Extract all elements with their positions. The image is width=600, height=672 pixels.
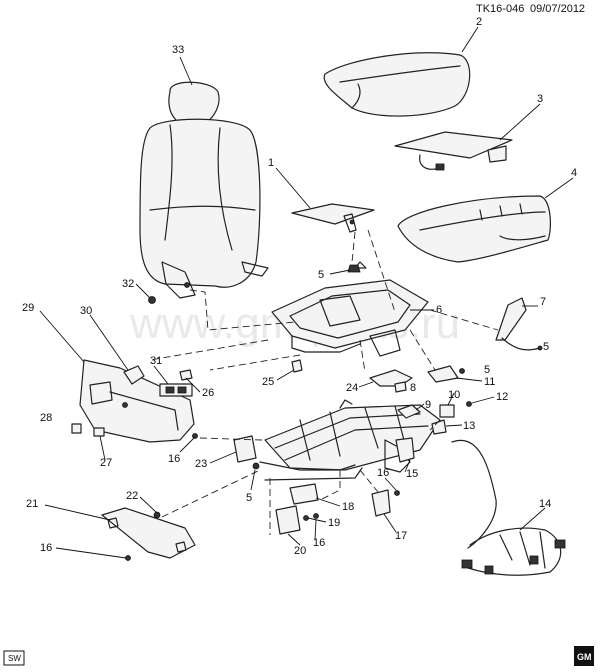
callout-1: 1 bbox=[268, 157, 274, 169]
seat-back bbox=[139, 81, 269, 299]
wiring-harness bbox=[451, 439, 566, 576]
callout-33: 33 bbox=[172, 44, 184, 56]
callout-25: 25 bbox=[262, 376, 274, 388]
callout-13: 13 bbox=[463, 420, 475, 432]
callout-32: 32 bbox=[122, 278, 134, 290]
heater-module bbox=[291, 203, 375, 233]
callout-15: 15 bbox=[406, 468, 418, 480]
seat-belt-buckle bbox=[495, 297, 543, 351]
drawing-date: 09/07/2012 bbox=[530, 3, 585, 15]
callout-23: 23 bbox=[195, 458, 207, 470]
seat-frame bbox=[271, 261, 429, 357]
callout-18: 18 bbox=[342, 501, 354, 513]
callout-24: 24 bbox=[346, 382, 358, 394]
side-trim-panel bbox=[79, 359, 195, 443]
leader-lines bbox=[39, 26, 574, 559]
callout-labels: 2 33 3 1 4 5 32 29 30 6 7 5 31 25 26 24 … bbox=[22, 16, 577, 557]
alignment-lines bbox=[149, 229, 499, 535]
callout-16-lower: 16 bbox=[313, 537, 325, 549]
callout-7: 7 bbox=[540, 296, 546, 308]
callout-5-right: 5 bbox=[543, 341, 549, 353]
callout-10: 10 bbox=[448, 389, 460, 401]
callout-30: 30 bbox=[80, 305, 92, 317]
callout-29: 29 bbox=[22, 302, 34, 314]
callout-6: 6 bbox=[436, 304, 442, 316]
small-parts bbox=[71, 264, 472, 561]
callout-26: 26 bbox=[202, 387, 214, 399]
callout-5-upper: 5 bbox=[318, 269, 324, 281]
seat-cushion-cover bbox=[323, 52, 471, 117]
callout-9: 9 bbox=[425, 399, 431, 411]
callout-27: 27 bbox=[100, 457, 112, 469]
sw-badge-text: SW bbox=[8, 654, 21, 663]
callout-3: 3 bbox=[537, 93, 543, 105]
callout-2: 2 bbox=[476, 16, 482, 28]
callout-16-left: 16 bbox=[168, 453, 180, 465]
seat-heater-pad bbox=[394, 131, 513, 171]
callout-4: 4 bbox=[571, 167, 577, 179]
callout-16-bottom: 16 bbox=[40, 542, 52, 554]
seat-adjuster-track bbox=[259, 399, 441, 481]
lower-trim bbox=[101, 507, 196, 559]
gm-logo-text: GM bbox=[577, 652, 592, 662]
recliner-knob bbox=[123, 365, 145, 385]
callout-17: 17 bbox=[395, 530, 407, 542]
callout-31: 31 bbox=[150, 355, 162, 367]
callout-20: 20 bbox=[294, 545, 306, 557]
callout-22: 22 bbox=[126, 490, 138, 502]
gm-logo: GM bbox=[574, 646, 594, 666]
callout-14: 14 bbox=[539, 498, 551, 510]
sw-badge: SW bbox=[3, 650, 25, 666]
seat-switch bbox=[159, 383, 193, 397]
callout-8: 8 bbox=[410, 382, 416, 394]
callout-12: 12 bbox=[496, 391, 508, 403]
callout-16-mid: 16 bbox=[377, 467, 389, 479]
seat-cushion-pad bbox=[397, 195, 551, 263]
callout-5-mid: 5 bbox=[484, 364, 490, 376]
callout-28: 28 bbox=[40, 412, 52, 424]
drawing-id: TK16-046 bbox=[476, 3, 524, 15]
callout-21: 21 bbox=[26, 498, 38, 510]
callout-19: 19 bbox=[328, 517, 340, 529]
callout-11: 11 bbox=[484, 376, 495, 388]
callout-5-lower: 5 bbox=[246, 492, 252, 504]
